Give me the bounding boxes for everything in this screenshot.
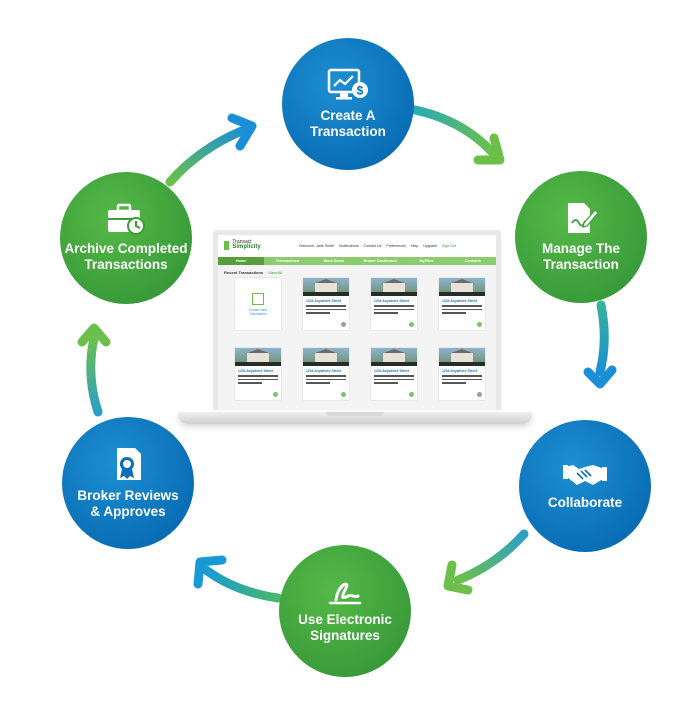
laptop-notch (326, 412, 384, 416)
handshake-icon (563, 465, 607, 485)
node-label: Broker Reviews & Approves (77, 488, 179, 519)
arrowhead-sign (443, 560, 473, 595)
node-label: Create A Transaction (310, 108, 386, 139)
arrowhead-archive (77, 323, 111, 347)
arrow-collab-to-sign (453, 529, 529, 585)
top-link-contact[interactable]: Contact Us (363, 244, 382, 248)
house-plus-icon (252, 292, 264, 305)
transaction-card[interactable]: 1234 Anywhere Street (439, 278, 485, 330)
nav-broker-dashboard[interactable]: Broker Dashboard (363, 259, 397, 263)
house-photo (371, 278, 417, 296)
node-label: Collaborate (547, 495, 623, 510)
certificate-icon (117, 448, 141, 480)
document-pen-icon (568, 203, 598, 233)
top-link-preferences[interactable]: Preferences (386, 244, 406, 248)
house-photo (371, 348, 417, 366)
nav-home[interactable]: Home (218, 257, 265, 265)
node-archive-transactions: Archive Completed Transactions (60, 172, 192, 304)
top-link-help[interactable]: Help (410, 244, 419, 248)
top-link-welcome: Welcome, Jane Smith (299, 244, 335, 248)
nav-myfiles[interactable]: MyFiles (419, 259, 434, 263)
transaction-card[interactable]: 1234 Anywhere Street (371, 348, 417, 400)
laptop-base (178, 412, 532, 424)
arrow-broker-to-archive (86, 333, 103, 417)
briefcase-clock-icon (108, 203, 145, 235)
transaction-card[interactable]: 1234 Anywhere Street (439, 348, 485, 400)
arrow-create-to-manage (410, 105, 497, 157)
node-electronic-signatures: Use Electronic Signatures (279, 545, 411, 677)
svg-text:$: $ (357, 84, 364, 98)
house-photo (303, 278, 349, 296)
node-manage-transaction: Manage The Transaction (515, 171, 647, 303)
top-link-signout[interactable]: Sign Out (442, 244, 456, 248)
arrowhead-broker (193, 555, 227, 589)
laptop: Transact Simplicity Welcome, Jane Smith … (213, 230, 501, 414)
node-broker-reviews: Broker Reviews & Approves (62, 417, 194, 549)
nav-work-items[interactable]: Work Items (323, 259, 345, 263)
view-all-link[interactable]: View All (268, 270, 283, 275)
logo-mark-icon (224, 240, 229, 250)
node-label: Use Electronic Signatures (298, 612, 392, 643)
transaction-card[interactable]: 1234 Anywhere Street (235, 348, 281, 400)
arrow-archive-to-create (165, 125, 249, 187)
house-photo (235, 348, 281, 366)
transaction-card[interactable]: 1234 Anywhere Street (303, 348, 349, 400)
status-dot (477, 392, 482, 397)
arrowhead-create (227, 113, 257, 151)
create-new-card[interactable]: Create New Transaction (235, 278, 281, 330)
status-dot (341, 392, 346, 397)
status-dot (273, 392, 278, 397)
status-dot (477, 322, 482, 327)
house-photo (303, 348, 349, 366)
monitor-dollar-icon: $ (327, 68, 368, 100)
nav-contacts[interactable]: Contacts (464, 259, 481, 263)
house-photo (439, 278, 485, 296)
transaction-card[interactable]: 1234 Anywhere Street (371, 278, 417, 330)
arrow-sign-to-broker (201, 565, 283, 603)
status-dot (409, 322, 414, 327)
arrowhead-manage (473, 133, 505, 165)
transaction-card[interactable]: 1234 Anywhere Street (303, 278, 349, 330)
app-nav: Home Transactions Work Items Broker Dash… (218, 257, 496, 265)
status-dot (341, 322, 346, 327)
top-link-notifications[interactable]: Notifications (339, 244, 359, 248)
arrowhead-collab (583, 365, 617, 389)
signature-icon (328, 582, 362, 605)
arrow-manage-to-collab (595, 300, 609, 377)
nav-transactions[interactable]: Transactions (275, 259, 300, 263)
house-photo (439, 348, 485, 366)
recent-transactions-heading: Recent Transactions View All (224, 270, 283, 275)
status-dot (409, 392, 414, 397)
node-create-transaction: $ Create A Transaction (282, 38, 414, 170)
top-link-upgrade[interactable]: Upgrade (423, 244, 438, 248)
app-logo: Transact Simplicity (224, 240, 261, 250)
top-links: Welcome, Jane Smith Notifications Contac… (295, 244, 456, 248)
node-label: Archive Completed Transactions (64, 241, 188, 272)
node-label: Manage The Transaction (541, 241, 620, 272)
node-collaborate: Collaborate (519, 420, 651, 552)
app-header: Transact Simplicity Welcome, Jane Smith … (218, 235, 496, 257)
